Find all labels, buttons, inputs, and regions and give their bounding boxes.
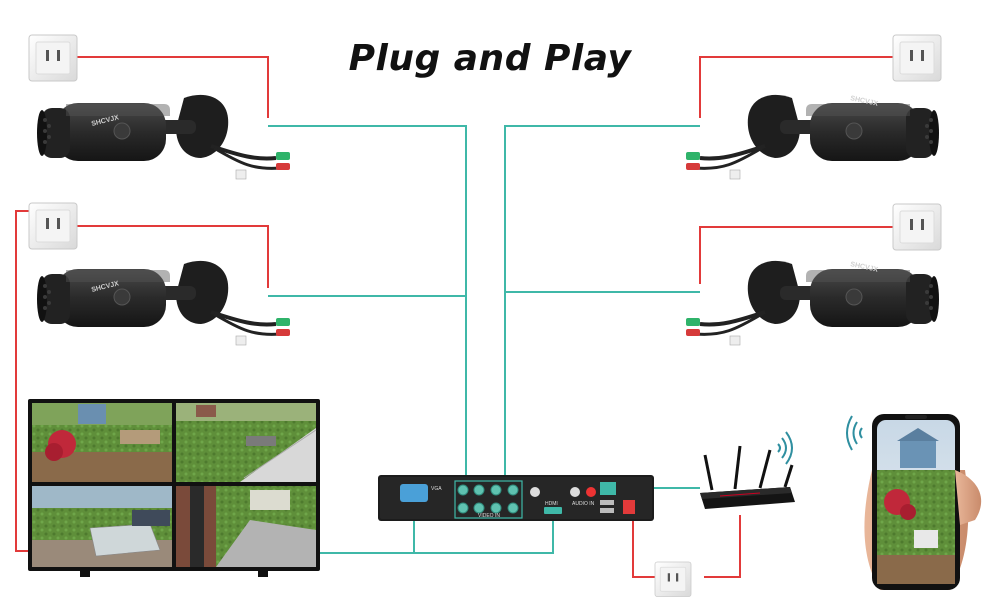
video-line-camera-top-right	[504, 125, 700, 478]
power-line-router	[704, 515, 741, 578]
smartphone-icon	[864, 414, 982, 590]
dvr-hdmi-label: HDMI	[545, 501, 558, 507]
dvr-vga-port	[400, 484, 428, 502]
power-cable-lines	[15, 56, 893, 578]
wifi-icon	[777, 431, 793, 465]
monitor-feed-1	[32, 403, 172, 482]
hdmi-line	[414, 518, 554, 554]
dvr-hdmi-port	[544, 507, 562, 514]
video-line-camera-top-left	[268, 125, 467, 478]
power-line-dvr	[632, 518, 656, 578]
power-outlet-icon	[28, 34, 78, 82]
page-title: Plug and Play	[348, 38, 632, 79]
monitor-feed-4	[176, 486, 316, 567]
power-outlet-icon	[654, 561, 692, 597]
power-line-camera-top-left	[76, 56, 269, 118]
camera-top-left: SHCVJX	[35, 92, 292, 181]
camera-top-right	[684, 92, 941, 181]
power-line-camera-top-right	[699, 56, 893, 118]
monitor-feed-3	[32, 486, 172, 567]
monitor-icon	[28, 399, 320, 577]
dvr-audio-in-label: AUDIO IN	[572, 501, 595, 507]
wifi-icon	[846, 415, 863, 451]
power-outlet-icon	[892, 203, 942, 251]
router-icon	[700, 445, 795, 509]
video-cable-lines	[268, 125, 700, 554]
dvr-video-in-label: VIDEO IN	[478, 513, 500, 519]
power-outlet-icon	[28, 202, 78, 250]
dvr-recorder: VGA VIDEO IN AUDIO IN HDMI	[378, 475, 654, 521]
monitor-feed-2	[176, 403, 317, 482]
power-outlet-icon	[892, 34, 942, 82]
dvr-vga-label: VGA	[431, 486, 442, 492]
camera-mid-left: SHCVJX	[35, 258, 292, 347]
camera-mid-right	[684, 258, 941, 347]
dvr-bnc-ports	[457, 484, 519, 514]
power-line-monitor	[15, 210, 30, 552]
power-line-camera-mid-right	[699, 226, 893, 284]
power-line-camera-mid-left	[76, 225, 269, 288]
